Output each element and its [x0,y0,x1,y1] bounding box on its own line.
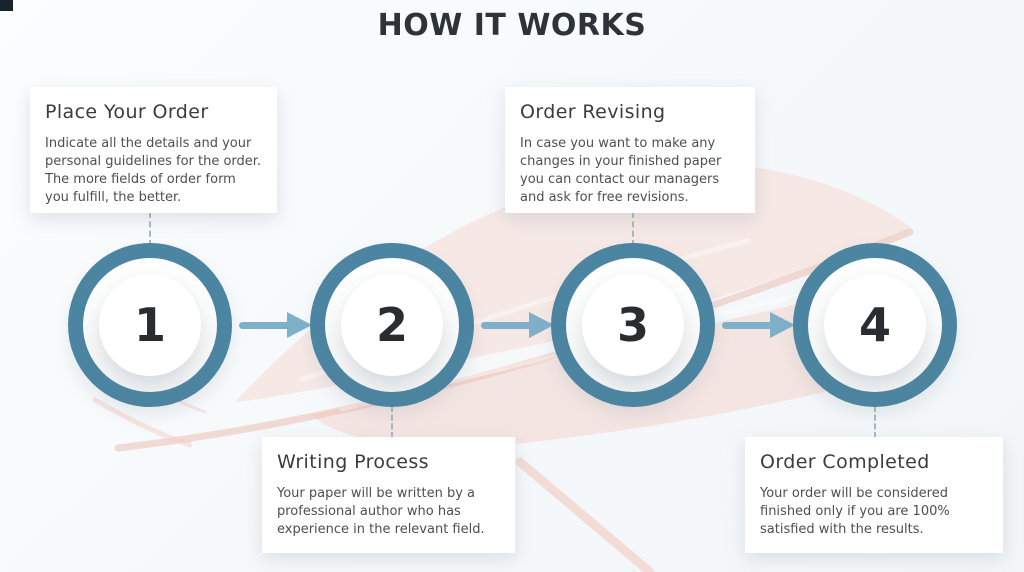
step-card-title: Writing Process [277,451,429,473]
step-card-description: In case you want to make any changes in … [520,136,722,205]
step-card-order-completed: Order Completed Your order will be consi… [745,437,1003,553]
step-number-badge: 3 [582,274,684,376]
connector-line [874,406,876,438]
step-circle-4: 4 [793,243,957,407]
step-number-badge: 1 [99,274,201,376]
step-card-writing-process: Writing Process Your paper will be writt… [262,437,515,553]
arrow-shaft [722,322,774,329]
flow-arrow-icon [237,312,315,338]
connector-line [149,212,151,246]
step-circle-2: 2 [310,243,474,407]
step-card-place-your-order: Place Your Order Indicate all the detail… [30,87,277,213]
arrow-head [287,312,312,338]
step-circle-1: 1 [68,243,232,407]
arrow-shaft [239,322,291,329]
flow-arrow-icon [720,312,798,338]
step-number: 4 [858,298,891,352]
arrow-shaft [481,322,533,329]
step-card-title: Order Revising [520,101,666,123]
step-number: 1 [133,298,166,352]
page-title: HOW IT WORKS [377,8,647,43]
connector-line [632,212,634,246]
corner-artifact [0,0,13,11]
step-number-badge: 4 [824,274,926,376]
step-number: 2 [375,298,408,352]
step-card-description: Your paper will be written by a professi… [277,486,485,537]
step-number: 3 [616,298,649,352]
step-card-order-revising: Order Revising In case you want to make … [505,87,755,213]
step-card-description: Indicate all the details and your person… [45,136,262,205]
step-number-badge: 2 [341,274,443,376]
step-card-description: Your order will be considered finished o… [760,486,950,537]
step-card-title: Order Completed [760,451,930,473]
connector-line [391,406,393,438]
step-circle-3: 3 [551,243,715,407]
arrow-head [770,312,795,338]
step-card-title: Place Your Order [45,101,209,123]
flow-arrow-icon [479,312,557,338]
